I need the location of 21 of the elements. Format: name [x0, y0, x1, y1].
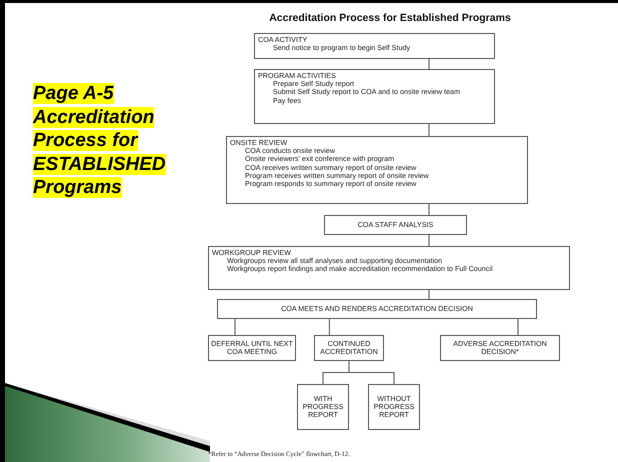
process-box [254, 33, 495, 59]
connector-line [328, 318, 330, 336]
process-box [297, 384, 349, 430]
slide-heading: Page A-5 Accreditation Process for ESTABLISHED Programs [33, 82, 167, 200]
process-box [314, 335, 384, 361]
process-box [208, 246, 570, 290]
connector-line [428, 124, 430, 136]
process-box [440, 335, 560, 361]
connector-line [348, 360, 394, 384]
process-box [217, 299, 537, 319]
connector-line [428, 290, 430, 300]
process-box [368, 384, 420, 430]
process-box [254, 69, 495, 124]
process-box [226, 136, 528, 204]
connector-line [428, 58, 430, 70]
connector-line [234, 318, 236, 336]
process-box [208, 335, 296, 361]
process-box [324, 215, 467, 235]
diagram-title: Accreditation Process for Established Programs [268, 12, 512, 24]
connector-line [428, 234, 430, 246]
connector-line [428, 204, 430, 216]
